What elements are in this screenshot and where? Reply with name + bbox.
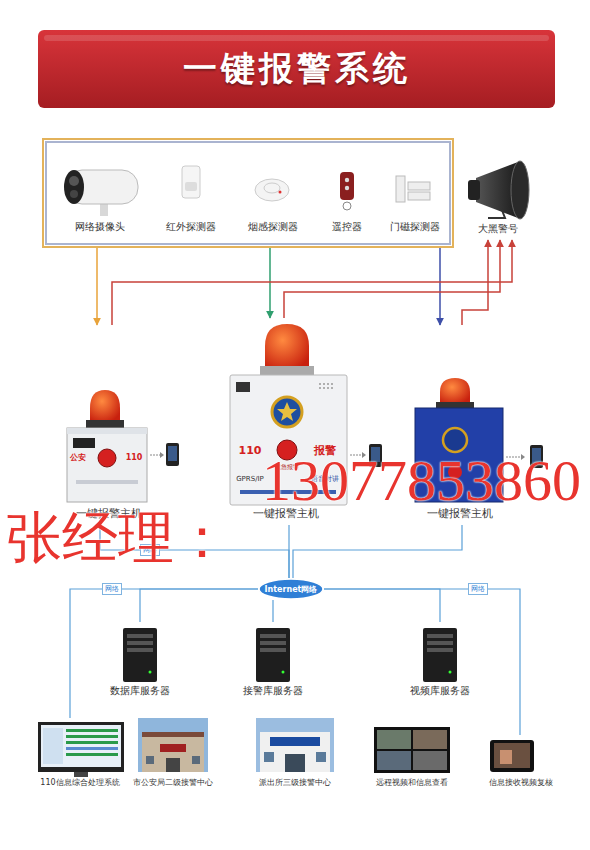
terminal-box: 派出所三级接警中心 [250, 715, 340, 790]
internet-ellipse: Internet网络 [258, 578, 324, 600]
server-box: 视频库服务器 [390, 622, 490, 700]
infrared-detector-icon [182, 166, 200, 198]
node-caption: 遥控器 [298, 220, 396, 234]
connector-label: 网络 [102, 583, 122, 595]
device-mark: 公安 [70, 454, 86, 462]
connector [140, 589, 258, 622]
device-group-box: 网络摄像头红外探测器烟感探测器遥控器门磁探测器 [42, 138, 454, 248]
device-mark: 110 [126, 454, 143, 462]
terminal-box: 110信息综合处理系统 [30, 718, 130, 790]
device-item: 红外探测器 [160, 158, 222, 240]
contact-watermark: 13077853860 [262, 452, 581, 510]
phone-icon [150, 443, 179, 466]
node-caption: 视频库服务器 [370, 684, 510, 698]
connector [272, 600, 273, 622]
device-item: 遥控器 [318, 158, 376, 240]
siren-box: 大黑警号 [462, 158, 534, 240]
connector [288, 525, 289, 578]
node-caption: 烟感探测器 [220, 220, 326, 234]
building-picture [138, 718, 208, 772]
server-icon [423, 628, 457, 682]
device-mark: GPRS/IP [236, 476, 264, 483]
node-caption: 110信息综合处理系统 [10, 777, 150, 788]
node-caption: 远程视频和信息查看 [345, 777, 479, 788]
node-caption: 门磁探测器 [362, 220, 468, 234]
terminal-box: 信息接收视频复核 [478, 735, 564, 790]
tablet-picture [490, 740, 534, 772]
connector [284, 240, 500, 318]
node-caption: 红外探测器 [140, 220, 242, 234]
remote-control-icon [340, 172, 354, 210]
server-box: 数据库服务器 [95, 622, 185, 700]
server-box: 接警库服务器 [228, 622, 318, 700]
alarm-host-left [67, 390, 147, 502]
node-caption: 大黑警号 [442, 222, 554, 236]
device-item: 门磁探测器 [382, 158, 448, 240]
connector [70, 589, 258, 718]
connector [324, 589, 520, 735]
connector [96, 248, 98, 325]
connector [324, 589, 440, 622]
monitor-picture [38, 722, 124, 777]
node-caption: 网络摄像头 [38, 220, 162, 234]
camera-icon [64, 170, 138, 216]
device-item: 网络摄像头 [58, 158, 142, 240]
node-caption: 信息接收视频复核 [458, 777, 584, 788]
connector-label: 网络 [468, 583, 488, 595]
contact-watermark: 张经理： [6, 510, 230, 566]
node-caption: 数据库服务器 [75, 684, 205, 698]
diagram-title: 一键报警系统 [38, 30, 555, 108]
siren-horn-icon [468, 161, 529, 219]
network-label: Internet网络 [238, 584, 344, 595]
title-banner [38, 30, 555, 108]
connector [269, 248, 271, 318]
node-caption: 派出所三级接警中心 [230, 777, 360, 788]
connector [439, 248, 441, 325]
server-icon [123, 628, 157, 682]
connector [112, 240, 512, 325]
node-caption: 市公安局二级接警中心 [111, 777, 235, 788]
terminal-box: 远程视频和信息查看 [365, 722, 459, 790]
video-wall-picture [374, 727, 450, 773]
node-caption: 接警库服务器 [208, 684, 338, 698]
connector [293, 525, 462, 578]
connector [462, 240, 488, 325]
device-item: 烟感探测器 [240, 158, 306, 240]
alarm-host-box: 一键报警主机 [60, 325, 158, 525]
server-icon [256, 628, 290, 682]
building-picture [256, 718, 334, 772]
door-sensor-icon [396, 176, 430, 202]
device-mark: 110 [239, 445, 262, 456]
smoke-detector-icon [255, 179, 289, 201]
terminal-box: 市公安局二级接警中心 [131, 715, 215, 790]
